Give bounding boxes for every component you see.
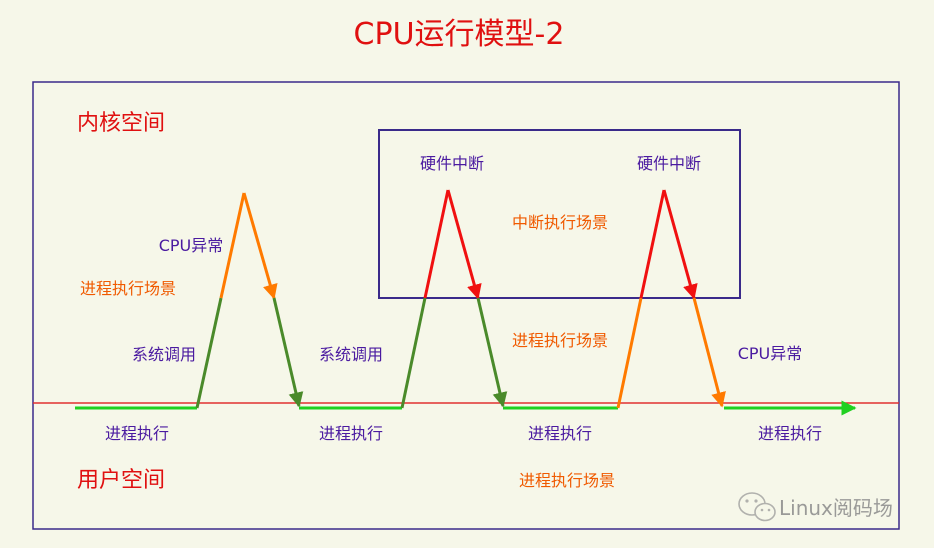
interrupt-exec-scene-label: 中断执行场景: [512, 213, 608, 232]
process-scene-label-2: 进程执行场景: [512, 331, 608, 350]
interrupt-down-2: [662, 189, 698, 300]
exception-down-1: [242, 192, 278, 300]
wechat-icon: [738, 492, 776, 522]
process-exec-label-2: 进程执行: [319, 424, 383, 443]
interrupt-up-1: [423, 189, 450, 299]
interrupt-down-1: [446, 189, 482, 300]
process-scene-label-user: 进程执行场景: [519, 471, 615, 490]
hw-interrupt-label-1: 硬件中断: [420, 154, 484, 173]
diagram-title: CPU运行模型-2: [354, 17, 565, 52]
interrupt-up-2: [639, 189, 666, 299]
exception-down-2: [692, 297, 726, 408]
outer-frame: [32, 81, 900, 530]
interrupt-scene-box: [378, 129, 741, 299]
process-exec-label-1: 进程执行: [105, 424, 169, 443]
syscall-down-1: [272, 297, 304, 408]
process-exec-label-3: 进程执行: [528, 424, 592, 443]
cpu-exception-label-1: CPU异常: [159, 236, 224, 255]
hw-interrupt-label-2: 硬件中断: [637, 154, 701, 173]
exception-up-1: [219, 192, 246, 299]
user-space-label: 用户空间: [77, 468, 165, 493]
syscall-label-2: 系统调用: [319, 345, 383, 364]
syscall-up-1: [195, 297, 223, 409]
process-scene-label-1: 进程执行场景: [80, 279, 176, 298]
process-exec-label-4: 进程执行: [758, 424, 822, 443]
syscall-down-2: [476, 297, 508, 408]
exception-up-2: [616, 297, 643, 409]
kernel-space-label: 内核空间: [77, 111, 165, 136]
cpu-exception-label-2: CPU异常: [738, 344, 803, 363]
syscall-up-2: [400, 297, 427, 409]
syscall-label-1: 系统调用: [132, 345, 196, 364]
watermark-text: Linux阅码场: [779, 496, 893, 520]
